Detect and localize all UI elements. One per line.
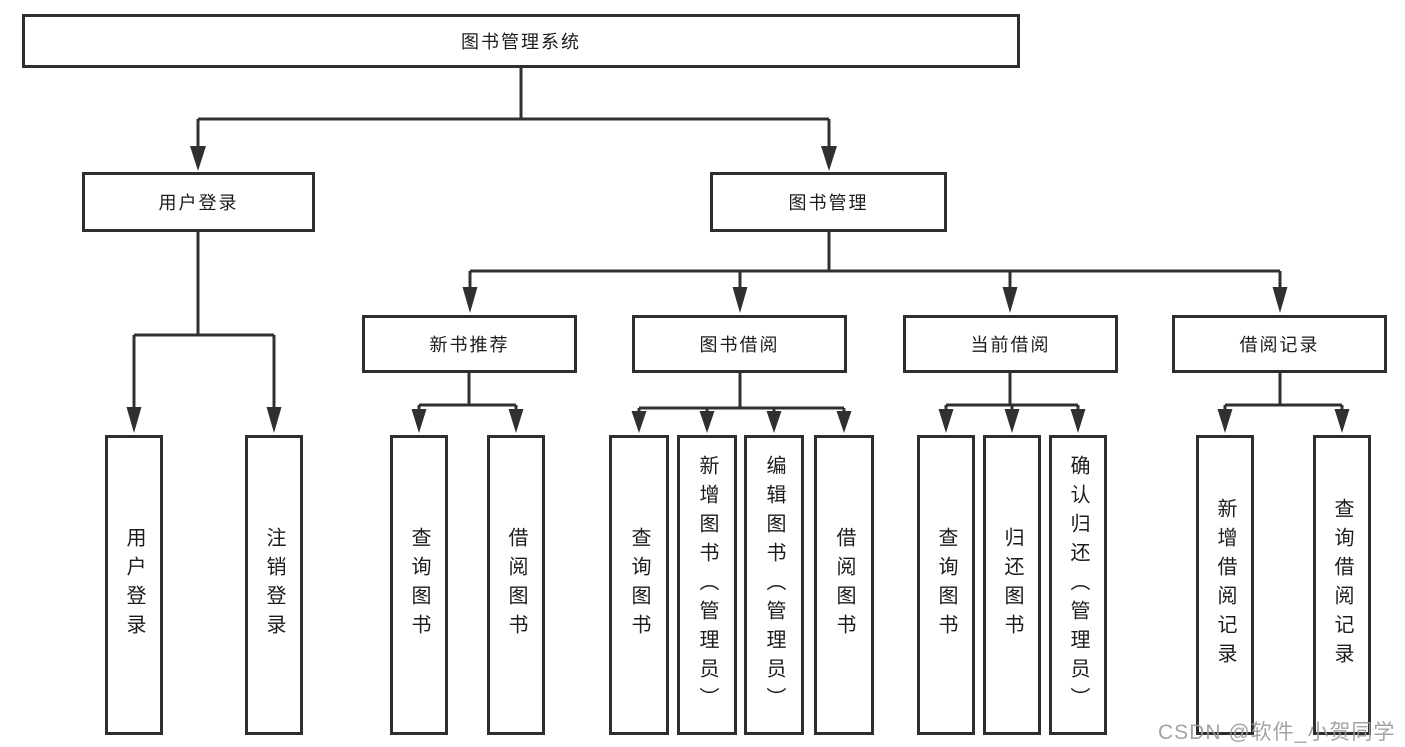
- leaf-borrow-books-2: 借阅图书: [814, 435, 874, 735]
- connector-book-mgmt-to-level3: [462, 232, 1288, 313]
- arrowhead-icon: [411, 409, 524, 433]
- leaf-query-books-2: 查询图书: [609, 435, 669, 735]
- node-book-management: 图书管理: [710, 172, 947, 232]
- leaf-query-books-3: 查询图书: [917, 435, 975, 735]
- arrowhead-icon: [631, 411, 852, 433]
- connector-new-book-rec-children: [411, 373, 524, 433]
- leaf-query-borrow-record: 查询借阅记录: [1313, 435, 1371, 735]
- leaf-logout: 注销登录: [245, 435, 303, 735]
- connector-line: [132, 232, 276, 410]
- connector-line: [468, 232, 1282, 290]
- connector-borrow-records-children: [1217, 373, 1350, 433]
- node-system-root: 图书管理系统: [22, 14, 1020, 68]
- arrowhead-icon: [190, 146, 837, 171]
- arrowhead-icon: [126, 407, 282, 433]
- connector-book-borrow-children: [631, 373, 852, 433]
- arrowhead-icon: [1217, 409, 1350, 433]
- csdn-watermark: CSDN @软件_小贺同学: [1158, 721, 1396, 744]
- node-book-borrowing: 图书借阅: [632, 315, 847, 373]
- connector-line: [417, 373, 518, 414]
- connector-line: [1223, 373, 1344, 414]
- leaf-query-books-1: 查询图书: [390, 435, 448, 735]
- node-new-book-recommend: 新书推荐: [362, 315, 577, 373]
- node-user-login: 用户登录: [82, 172, 315, 232]
- node-current-borrowing: 当前借阅: [903, 315, 1118, 373]
- connector-user-login-children: [126, 232, 282, 433]
- leaf-confirm-return-admin: 确认归还（管理员）: [1049, 435, 1107, 735]
- leaf-borrow-books-1: 借阅图书: [487, 435, 545, 735]
- connector-line: [196, 68, 831, 150]
- arrowhead-icon: [938, 409, 1086, 433]
- connector-line: [944, 373, 1080, 414]
- node-borrowing-records: 借阅记录: [1172, 315, 1387, 373]
- leaf-user-login: 用户登录: [105, 435, 163, 735]
- leaf-return-books: 归还图书: [983, 435, 1041, 735]
- leaf-add-borrow-record: 新增借阅记录: [1196, 435, 1254, 735]
- connector-line: [637, 373, 846, 416]
- connector-root-to-level2: [190, 68, 837, 171]
- leaf-edit-books-admin: 编辑图书（管理员）: [744, 435, 804, 735]
- leaf-add-books-admin: 新增图书（管理员）: [677, 435, 737, 735]
- arrowhead-icon: [462, 287, 1288, 313]
- connector-current-borrow-children: [938, 373, 1086, 433]
